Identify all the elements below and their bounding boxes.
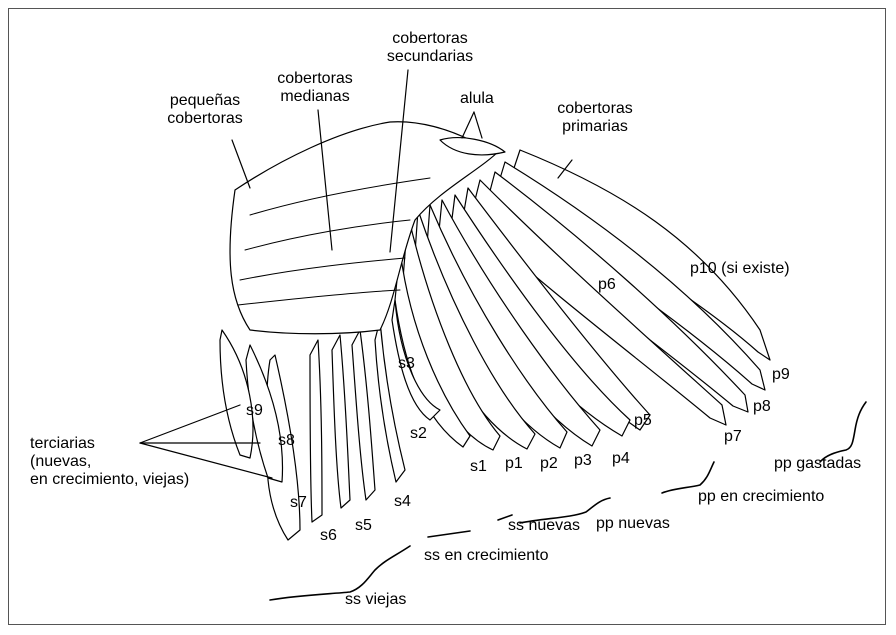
label-s6: s6 <box>320 527 337 544</box>
label-p4: p4 <box>612 450 630 467</box>
label-ss-nuevas: ss nuevas <box>508 517 581 534</box>
leader-primarias <box>557 159 573 179</box>
covert-rows <box>237 177 431 306</box>
label-s3: s3 <box>398 355 415 372</box>
secondary-s2 <box>391 299 441 421</box>
label-p7: p7 <box>724 428 742 445</box>
tertial-s9 <box>219 329 254 459</box>
label-p5: p5 <box>634 412 652 429</box>
primary-feathers <box>401 149 771 451</box>
bracket-ss-nuevas <box>497 514 513 521</box>
tertial-feathers <box>219 329 301 541</box>
alula-feather <box>439 137 506 156</box>
secondary-feathers <box>309 249 471 523</box>
label-terciarias: terciarias (nuevas, en crecimiento, viej… <box>30 435 190 488</box>
label-pp-en-crecimiento: pp en crecimiento <box>698 488 825 505</box>
label-cobertoras-medianas: cobertoras medianas <box>277 70 353 105</box>
label-cobertoras-primarias: cobertoras primarias <box>557 100 633 135</box>
label-pp-nuevas: pp nuevas <box>596 515 670 532</box>
bracket-pp-nuevas <box>519 497 611 524</box>
primary-p7 <box>469 179 727 426</box>
label-p9: p9 <box>772 366 790 383</box>
leader-pequenas <box>231 139 251 189</box>
label-s1: s1 <box>470 458 487 475</box>
bracket-ss-en-crecimiento <box>427 530 471 538</box>
label-s7: s7 <box>290 494 307 511</box>
label-pp-gastadas: pp gastadas <box>774 455 862 472</box>
label-ss-viejas: ss viejas <box>345 591 407 608</box>
label-cobertoras-secundarias: cobertoras secundarias <box>386 30 474 65</box>
secondary-s4 <box>351 329 376 501</box>
label-s8: s8 <box>278 432 295 449</box>
label-p8: p8 <box>753 398 771 415</box>
label-p2: p2 <box>540 455 558 472</box>
bracket-pp-en-crecimiento <box>661 461 715 494</box>
label-pequenas-cobertoras: pequeñas cobertoras <box>167 92 243 127</box>
brackets <box>269 401 867 601</box>
label-s4: s4 <box>394 493 411 510</box>
wing-coverts-outline <box>229 121 501 335</box>
bracket-pp-gastadas <box>819 401 867 463</box>
bracket-ss-viejas <box>269 545 411 601</box>
figure-frame <box>8 8 886 625</box>
leader-terciarias-s7 <box>139 442 273 479</box>
label-s9: s9 <box>246 402 263 419</box>
secondary-s5 <box>331 334 351 509</box>
label-s2: s2 <box>410 425 427 442</box>
label-s5: s5 <box>355 517 372 534</box>
label-p10: p10 (si existe) <box>690 260 790 277</box>
leader-secundarias <box>389 69 409 253</box>
label-p1: p1 <box>505 455 523 472</box>
secondary-s6 <box>309 339 323 523</box>
label-alula: alula <box>460 90 494 107</box>
leader-alula-b <box>473 111 483 139</box>
leader-medianas <box>317 109 333 251</box>
label-p6: p6 <box>598 276 616 293</box>
leader-lines <box>139 69 573 479</box>
secondary-s3 <box>374 319 406 483</box>
label-p3: p3 <box>574 452 592 469</box>
covert-area <box>229 121 506 335</box>
leader-terciarias-s9 <box>139 404 241 444</box>
leader-alula-a <box>461 111 475 139</box>
label-ss-en-crecimiento: ss en crecimiento <box>424 547 549 564</box>
